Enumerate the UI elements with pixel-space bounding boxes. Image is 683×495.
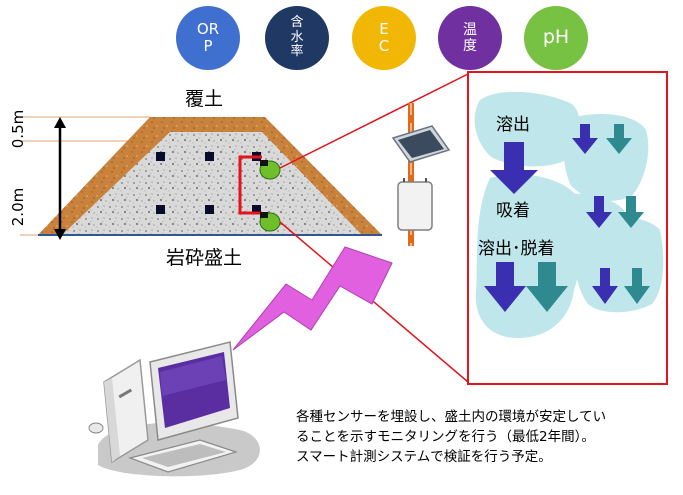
buried-sensor bbox=[205, 152, 214, 161]
adsorb-arrow-mid-right bbox=[618, 196, 644, 228]
water-blob bbox=[474, 91, 580, 167]
dimension-arrow-head-top bbox=[54, 117, 66, 128]
buried-sensor bbox=[156, 152, 165, 161]
dim-label-bottom: 2.0m bbox=[9, 187, 27, 227]
ph-sensor-circle: pH bbox=[524, 6, 588, 70]
orp-label-2: P bbox=[203, 37, 213, 55]
dim-label-top: 0.5m bbox=[9, 109, 27, 149]
ec-sensor-circle: E C bbox=[352, 6, 416, 70]
mouse bbox=[88, 422, 104, 434]
buried-sensor bbox=[252, 205, 261, 214]
water-blob bbox=[573, 216, 664, 313]
adsorb-label: 吸着 bbox=[496, 201, 530, 221]
desorb-arrow-small-left bbox=[592, 268, 618, 304]
callout-line-lower bbox=[279, 221, 469, 383]
ec-label-2: C bbox=[378, 37, 390, 55]
gravel-fill bbox=[62, 132, 362, 235]
ec-label-1: E bbox=[379, 19, 389, 38]
adsorb-arrow-small-left bbox=[572, 124, 598, 154]
callout-line-upper bbox=[279, 73, 469, 169]
desorb-arrow-small-right bbox=[624, 268, 650, 304]
ph-label: pH bbox=[542, 26, 570, 49]
orp-sensor-circle: OR P bbox=[176, 6, 240, 70]
buried-sensor bbox=[205, 205, 214, 214]
description-line-1: 各種センサーを埋設し、盛土内の環境が安定してい bbox=[296, 409, 607, 425]
orp-label-1: OR bbox=[196, 19, 220, 38]
buried-sensor bbox=[156, 205, 165, 214]
temperature-label-1: 温 bbox=[463, 21, 477, 38]
wireless-signal-bolt bbox=[232, 246, 393, 351]
temperature-label-2: 度 bbox=[463, 38, 477, 54]
dissolve-arrow-large bbox=[490, 142, 538, 194]
cover-soil-label: 覆土 bbox=[185, 88, 224, 110]
sampling-bracket bbox=[238, 155, 262, 215]
description-line-3: スマート計測システムで検証を行う予定。 bbox=[296, 449, 552, 465]
adsorb-arrow-small-right bbox=[606, 124, 632, 154]
desorb-arrow-large-left bbox=[484, 262, 526, 312]
description-line-2: ることを示すモニタリングを行う（最低2年間）。 bbox=[296, 429, 595, 445]
temperature-sensor-circle: 温 度 bbox=[438, 6, 502, 70]
dissolve-label: 溶出 bbox=[496, 115, 530, 135]
water-content-sensor-circle: 含 水 率 bbox=[265, 6, 329, 70]
logger-box bbox=[397, 181, 433, 231]
rock-fill-label: 岩砕盛土 bbox=[166, 247, 243, 269]
computer-illustration bbox=[88, 341, 260, 477]
water-content-label-1: 含 bbox=[290, 14, 304, 30]
water-content-label-3: 率 bbox=[290, 44, 304, 60]
dimension-arrow-head-bottom bbox=[54, 229, 66, 240]
adsorb-arrow-mid-left bbox=[586, 196, 612, 228]
description-text: 各種センサーを埋設し、盛土内の環境が安定してい ることを示すモニタリングを行う（… bbox=[296, 407, 676, 467]
desorb-arrow-large-right bbox=[526, 262, 568, 312]
water-content-label-2: 水 bbox=[290, 29, 304, 45]
dissolve-desorb-label: 溶出･脱着 bbox=[478, 239, 555, 259]
water-blob bbox=[563, 114, 649, 201]
